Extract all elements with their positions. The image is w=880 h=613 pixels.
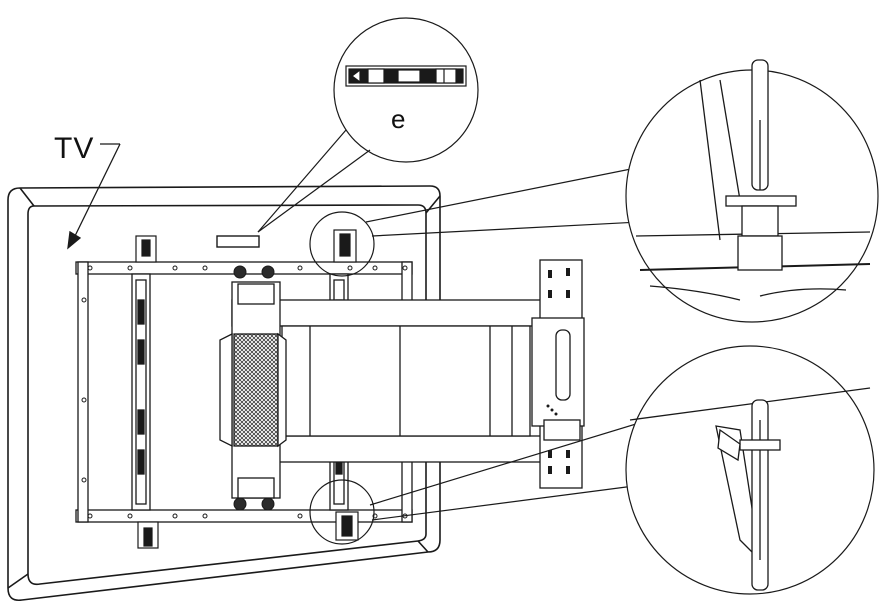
top-hooks (135, 229, 357, 263)
bottom-clips (137, 511, 359, 549)
tv-pointer (67, 143, 121, 250)
mount-knobs (233, 265, 275, 511)
tv-label: TV (54, 132, 95, 165)
wall-plate (531, 259, 585, 489)
bottom-clip-detail (629, 387, 871, 591)
callout-level (257, 17, 479, 233)
level-on-tv (216, 235, 260, 248)
top-clip-detail (635, 59, 871, 301)
swing-arm (219, 281, 557, 499)
wall-plate-holes (546, 268, 570, 474)
part-e-label: e (391, 104, 406, 134)
callout-bottom-clip (309, 345, 875, 595)
level-detail (345, 65, 467, 87)
